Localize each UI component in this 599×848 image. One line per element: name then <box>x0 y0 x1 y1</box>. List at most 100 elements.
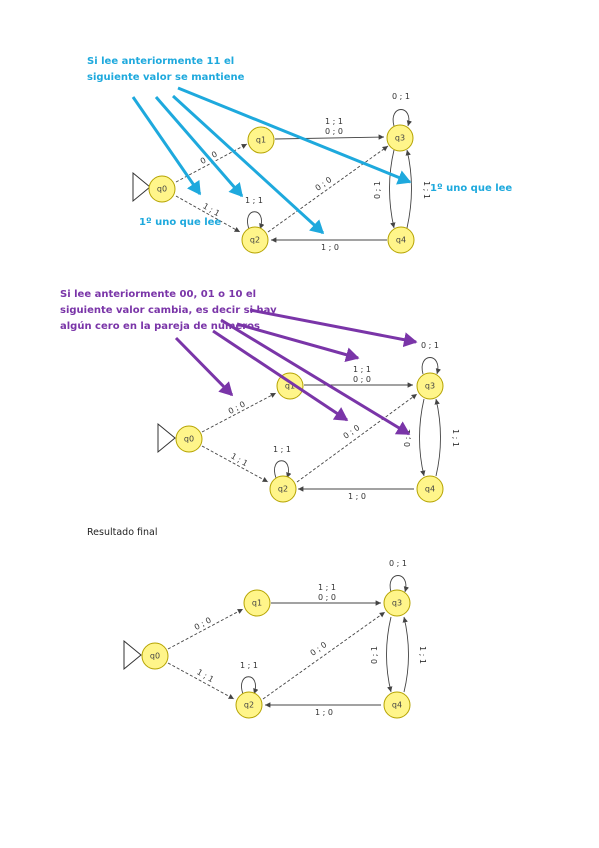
note-blue-line-1: Si lee anteriormente 11 el <box>87 56 235 67</box>
label-first-one-right: 1º uno que lee <box>430 183 513 194</box>
state-q3: q3 <box>386 124 414 152</box>
svg-text:q3: q3 <box>392 599 402 608</box>
state-q2: q2 <box>235 691 263 719</box>
note-blue-line-2: siguiente valor se mantiene <box>87 72 245 83</box>
state-q1: q1 <box>243 589 271 617</box>
label-loop-q2: 1 ; 1 <box>273 445 291 454</box>
start-marker-2 <box>157 422 176 454</box>
label-q0-q2: 1 ; 1 <box>195 667 215 684</box>
label-q3-q4: 0 ; 1 <box>403 429 412 447</box>
note-blue: Si lee anteriormente 11 el siguiente val… <box>87 54 244 86</box>
label-q1-q3-b: 0 ; 0 <box>353 375 371 384</box>
edge-q2-q3 <box>296 393 418 483</box>
label-q1-q3-b: 0 ; 0 <box>318 593 336 602</box>
label-q4-q2: 1 ; 0 <box>348 492 366 501</box>
svg-text:q2: q2 <box>244 701 254 710</box>
label-q0-q1: 0 ; 0 <box>193 616 213 632</box>
start-marker-3 <box>123 639 142 671</box>
label-q1-q3: 1 ; 1 <box>353 365 371 374</box>
state-q1: q1 <box>247 126 275 154</box>
label-q3-q4: 0 ; 1 <box>370 646 379 664</box>
state-q3: q3 <box>383 589 411 617</box>
edge-q3-q4 <box>419 398 426 477</box>
label-q1-q3: 1 ; 1 <box>325 117 343 126</box>
state-q2: q2 <box>269 475 297 503</box>
edge-q0-q2 <box>167 662 235 700</box>
label-q3-q4: 0 ; 1 <box>373 181 382 199</box>
svg-text:q3: q3 <box>395 134 405 143</box>
svg-text:q3: q3 <box>425 382 435 391</box>
svg-text:q0: q0 <box>157 185 167 194</box>
state-q0: q0 <box>175 425 203 453</box>
blue-arrow-1 <box>131 96 202 196</box>
loop-q3 <box>389 575 410 593</box>
svg-text:q1: q1 <box>256 136 266 145</box>
note-purple: Si lee anteriormente 00, 01 o 10 el sigu… <box>60 287 277 335</box>
label-q4-q2: 1 ; 0 <box>315 708 333 717</box>
label-first-one-left: 1º uno que lee <box>139 217 222 228</box>
edge-q2-q3 <box>267 145 389 233</box>
state-q3: q3 <box>416 372 444 400</box>
state-q4: q4 <box>387 226 415 254</box>
loop-q2 <box>274 460 292 479</box>
label-q4-q2: 1 ; 0 <box>321 243 339 252</box>
blue-arrow-4 <box>177 86 412 185</box>
label-q2-q3: 0 ; 0 <box>342 423 362 441</box>
edge-q4-q3 <box>434 398 441 477</box>
label-q4-q3: 1 ; 1 <box>422 181 431 199</box>
loop-q2 <box>247 211 265 230</box>
label-loop-q3: 0 ; 1 <box>392 92 410 101</box>
purple-arrow-4 <box>236 322 360 362</box>
svg-text:q4: q4 <box>392 701 402 710</box>
start-marker-1 <box>132 171 151 203</box>
svg-text:q4: q4 <box>396 236 406 245</box>
edge-q4-q3 <box>402 616 409 693</box>
blue-arrow-3 <box>171 94 325 235</box>
note-purple-line-3: algún cero en la pareja de números <box>60 321 260 332</box>
purple-arrow-2 <box>212 329 349 422</box>
svg-text:q0: q0 <box>150 652 160 661</box>
label-q1-q3-b: 0 ; 0 <box>325 127 343 136</box>
label-q0-q2: 1 ; 1 <box>229 451 249 468</box>
heading-final-result: Resultado final <box>87 527 158 538</box>
edge-q0-q2 <box>175 195 241 233</box>
svg-text:q2: q2 <box>250 236 260 245</box>
label-q4-q3: 1 ; 1 <box>418 646 427 664</box>
label-q2-q3: 0 ; 0 <box>314 175 334 193</box>
edge-q0-q1 <box>201 392 277 433</box>
state-q2: q2 <box>241 226 269 254</box>
automaton-3: 0 ; 0 1 ; 1 1 ; 1 0 ; 0 0 ; 0 1 ; 0 0 ; … <box>123 559 427 719</box>
loop-q3 <box>392 109 413 127</box>
svg-text:q2: q2 <box>278 485 288 494</box>
note-purple-line-1: Si lee anteriormente 00, 01 o 10 el <box>60 289 257 300</box>
loop-q2 <box>241 676 259 695</box>
note-purple-line-2: siguiente valor cambia, es decir si hay <box>60 305 277 316</box>
purple-arrow-3 <box>220 318 411 436</box>
svg-text:q0: q0 <box>184 435 194 444</box>
automaton-2: 0 ; 0 1 ; 1 1 ; 1 0 ; 0 0 ; 0 1 ; 0 0 ; … <box>157 308 460 503</box>
svg-text:q1: q1 <box>252 599 262 608</box>
edge-q0-q2 <box>201 445 269 483</box>
label-loop-q3: 0 ; 1 <box>421 341 439 350</box>
label-loop-q2: 1 ; 1 <box>245 196 263 205</box>
purple-arrow-5 <box>249 308 418 348</box>
label-loop-q3: 0 ; 1 <box>389 559 407 568</box>
edge-q0-q1 <box>167 608 244 650</box>
purple-arrow-1 <box>174 336 234 397</box>
edge-q3-q4 <box>389 149 396 229</box>
blue-arrow-2 <box>154 96 244 198</box>
state-q0: q0 <box>141 642 169 670</box>
label-q1-q3: 1 ; 1 <box>318 583 336 592</box>
label-loop-q2: 1 ; 1 <box>240 661 258 670</box>
label-q4-q3: 1 ; 1 <box>451 429 460 447</box>
edge-q3-q4 <box>386 616 393 693</box>
state-q4: q4 <box>416 475 444 503</box>
state-q0: q0 <box>148 175 176 203</box>
loop-q3 <box>421 357 442 375</box>
edge-q4-q3 <box>405 149 412 229</box>
label-q2-q3: 0 ; 0 <box>309 640 329 658</box>
edge-q2-q3 <box>262 611 386 700</box>
svg-text:q4: q4 <box>425 485 435 494</box>
state-q4: q4 <box>383 691 411 719</box>
